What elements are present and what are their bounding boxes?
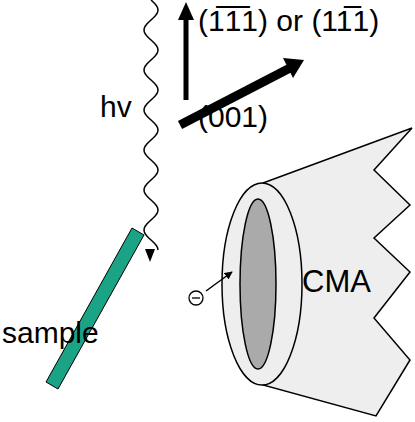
analyser-label: CMA: [302, 266, 371, 297]
electron-path: [206, 272, 232, 291]
electron: [189, 291, 203, 305]
arrow-head: [178, 2, 194, 20]
axis-label: (001): [198, 102, 268, 132]
sample-plate: [46, 228, 144, 389]
sample-label: sample: [2, 318, 99, 348]
cma-aperture: [222, 183, 302, 385]
electron-sign: [192, 297, 200, 298]
photon-wave: [144, 0, 158, 250]
axis-arrow: [184, 14, 189, 100]
axis-label: (1̅1̅1) or (11̅1): [198, 6, 379, 36]
cma-inner: [240, 199, 276, 369]
arrow-head: [145, 249, 155, 262]
arrow-head: [283, 58, 304, 78]
photon-label: hv: [100, 92, 132, 122]
